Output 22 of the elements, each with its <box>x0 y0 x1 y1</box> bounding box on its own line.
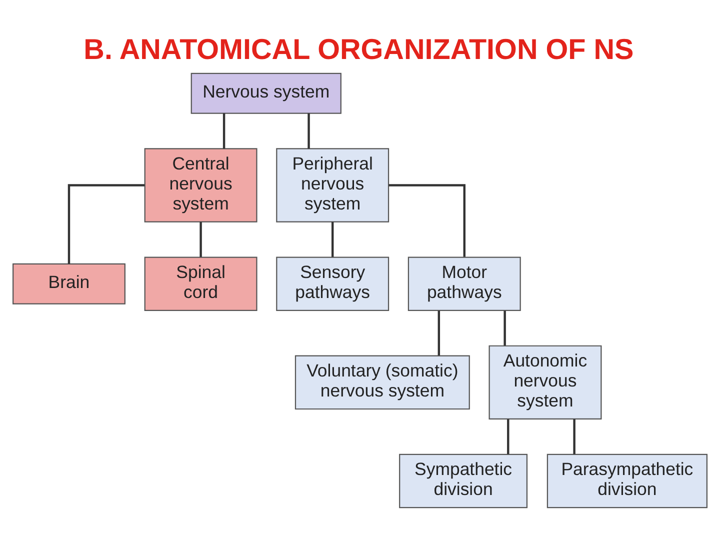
node-box: Central nervous system <box>144 148 258 222</box>
node-box: Nervous system <box>190 72 342 114</box>
node-box: Voluntary (somatic) nervous system <box>294 355 470 410</box>
node-box: Sensory pathways <box>276 256 390 311</box>
node-box: Parasympathetic division <box>546 454 708 508</box>
connector <box>438 310 440 356</box>
node-box: Spinal cord <box>144 256 258 311</box>
connector <box>388 184 466 257</box>
connector <box>507 419 510 454</box>
node-box: Sympathetic division <box>399 454 528 508</box>
connector <box>200 222 202 257</box>
node-box: Autonomic nervous system <box>488 345 602 420</box>
connector <box>331 222 334 257</box>
diagram-title: B. ANATOMICAL ORGANIZATION OF NS <box>84 34 634 66</box>
connector <box>308 113 310 149</box>
connector <box>573 419 576 454</box>
node-box: Motor pathways <box>408 256 521 311</box>
connector <box>504 310 506 346</box>
connector <box>222 113 226 149</box>
connector <box>68 184 145 264</box>
node-box: Brain <box>12 263 126 304</box>
node-box: Peripheral nervous system <box>276 148 390 222</box>
